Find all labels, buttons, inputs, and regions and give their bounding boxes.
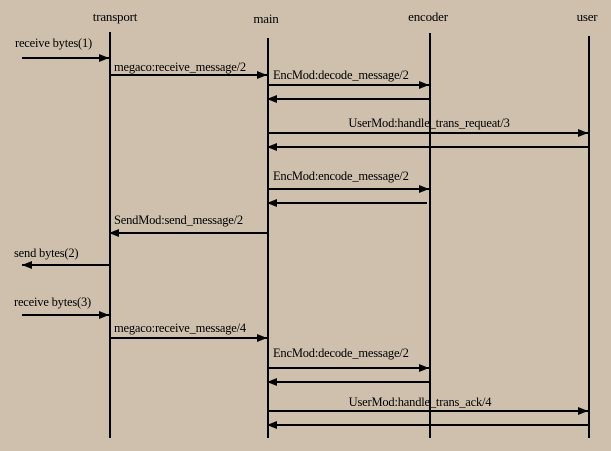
arrow-line bbox=[267, 84, 429, 86]
arrow-line bbox=[267, 381, 429, 383]
lifeline-encoder bbox=[429, 33, 431, 438]
arrowhead-right-icon bbox=[257, 71, 267, 79]
participant-label-transport: transport bbox=[92, 9, 138, 24]
arrow-line bbox=[267, 132, 588, 134]
arrow-line bbox=[22, 57, 109, 59]
message-arrow-return-decode-b bbox=[267, 378, 429, 386]
arrowhead-left-icon bbox=[267, 378, 277, 386]
arrow-line bbox=[22, 264, 109, 266]
message-label-send-bytes-2: send bytes(2) bbox=[14, 246, 79, 260]
message-arrow-encmod-encode-message-2 bbox=[267, 185, 429, 193]
message-arrow-send-bytes-2 bbox=[22, 261, 109, 269]
message-label-megaco-receive-message-4: megaco:receive_message/4 bbox=[114, 321, 246, 335]
message-label-encmod-encode-message-2: EncMod:encode_message/2 bbox=[273, 169, 409, 183]
message-label-encmod-decode-message-2b: EncMod:decode_message/2 bbox=[273, 346, 409, 360]
arrow-line bbox=[267, 424, 588, 426]
arrow-line bbox=[109, 337, 267, 339]
participant-label-user: user bbox=[576, 9, 598, 24]
lifeline-user bbox=[588, 36, 590, 438]
arrowhead-left-icon bbox=[22, 261, 32, 269]
participant-label-encoder: encoder bbox=[408, 9, 448, 24]
message-arrow-return-trans-ack bbox=[267, 421, 588, 429]
arrow-line bbox=[267, 98, 429, 100]
arrowhead-left-icon bbox=[267, 421, 277, 429]
arrow-line bbox=[267, 146, 588, 148]
arrowhead-right-icon bbox=[99, 54, 109, 62]
message-arrow-sendmod-send-message-2 bbox=[109, 229, 267, 237]
arrow-line bbox=[267, 367, 429, 369]
arrowhead-left-icon bbox=[267, 199, 277, 207]
lifeline-main bbox=[267, 38, 269, 438]
message-arrow-encmod-decode-message-2 bbox=[267, 81, 429, 89]
arrow-line bbox=[267, 410, 588, 412]
arrowhead-right-icon bbox=[578, 129, 588, 137]
message-label-sendmod-send-message-2: SendMod:send_message/2 bbox=[114, 213, 243, 227]
message-label-megaco-receive-message-2: megaco:receive_message/2 bbox=[114, 60, 246, 74]
message-label-receive-bytes-3: receive bytes(3) bbox=[14, 295, 91, 309]
arrowhead-right-icon bbox=[419, 364, 429, 372]
arrow-line bbox=[109, 74, 267, 76]
message-arrow-megaco-receive-message-4 bbox=[109, 334, 267, 342]
arrowhead-right-icon bbox=[419, 81, 429, 89]
message-label-encmod-decode-message-2: EncMod:decode_message/2 bbox=[273, 68, 409, 82]
arrowhead-right-icon bbox=[419, 185, 429, 193]
message-arrow-encmod-decode-message-2b bbox=[267, 364, 429, 372]
arrow-line bbox=[267, 202, 427, 204]
arrow-line bbox=[109, 232, 267, 234]
message-arrow-return-decode bbox=[267, 95, 429, 103]
arrowhead-left-icon bbox=[267, 95, 277, 103]
arrowhead-right-icon bbox=[257, 334, 267, 342]
message-arrow-receive-bytes-3 bbox=[22, 311, 109, 319]
message-arrow-usermod-handle-trans-requeat-3 bbox=[267, 129, 588, 137]
message-arrow-usermod-handle-trans-ack-4 bbox=[267, 407, 588, 415]
message-label-usermod-handle-trans-ack-4: UserMod:handle_trans_ack/4 bbox=[348, 395, 492, 409]
arrowhead-left-icon bbox=[267, 143, 277, 151]
message-arrow-return-encode bbox=[267, 199, 427, 207]
message-label-receive-bytes-1: receive bytes(1) bbox=[15, 36, 92, 50]
arrowhead-right-icon bbox=[578, 407, 588, 415]
message-arrow-megaco-receive-message-2 bbox=[109, 71, 267, 79]
message-arrow-return-trans-requeat bbox=[267, 143, 588, 151]
arrowhead-right-icon bbox=[99, 311, 109, 319]
arrowhead-left-icon bbox=[109, 229, 119, 237]
participant-label-main: main bbox=[253, 11, 279, 26]
message-arrow-receive-bytes-1 bbox=[22, 54, 109, 62]
arrow-line bbox=[267, 188, 429, 190]
arrow-line bbox=[22, 314, 109, 316]
message-label-usermod-handle-trans-requeat-3: UserMod:handle_trans_requeat/3 bbox=[348, 116, 510, 130]
